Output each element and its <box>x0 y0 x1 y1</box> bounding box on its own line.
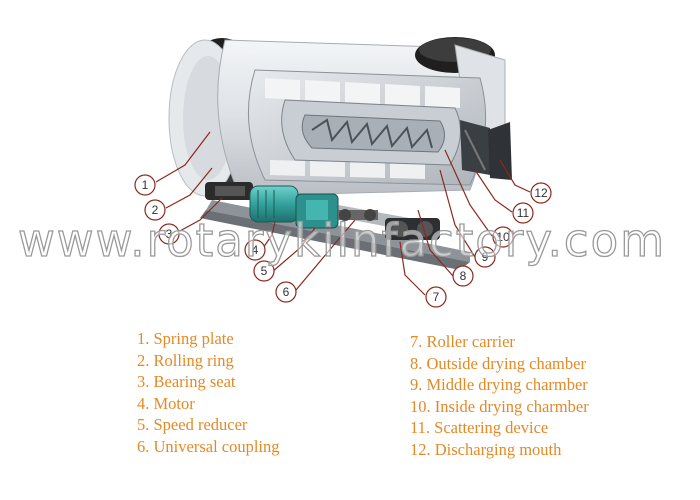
callout-5: 5 <box>253 260 275 282</box>
callouts <box>155 131 531 296</box>
callout-line-1 <box>155 131 211 183</box>
legend-item-roller-carrier: 7. Roller carrier <box>410 332 515 351</box>
svg-text:8: 8 <box>460 269 467 283</box>
svg-text:9: 9 <box>482 250 489 264</box>
dryer-cutaway-diagram: 1 2 3 4 5 6 7 8 <box>134 37 552 308</box>
legend-item-outside-drying-chamber: 8. Outside drying chamber <box>410 353 586 373</box>
speed-reducer <box>295 193 339 229</box>
motor <box>249 185 299 223</box>
svg-text:5: 5 <box>261 264 268 278</box>
legend-item-rolling-ring: 2. Rolling ring <box>137 350 234 370</box>
callout-6: 6 <box>275 281 297 303</box>
roller-carrier <box>385 218 440 240</box>
svg-text:2: 2 <box>152 203 159 217</box>
legend-item-motor: 4. Motor <box>137 393 195 413</box>
callout-line-11 <box>474 169 513 213</box>
legend-item-scattering-device: 11. Scattering device <box>410 418 549 437</box>
svg-text:11: 11 <box>517 206 530 220</box>
legend-item-middle-drying-chamber: 9. Middle drying charmber <box>410 375 588 394</box>
callout-11: 11 <box>512 202 534 224</box>
callout-line-3 <box>177 197 223 233</box>
svg-text:12: 12 <box>534 186 548 200</box>
callout-line-7 <box>399 241 426 296</box>
callout-line-6 <box>295 219 356 291</box>
callout-line-2 <box>165 167 213 209</box>
callout-line-9 <box>439 169 476 258</box>
callout-4: 4 <box>244 239 266 261</box>
svg-text:4: 4 <box>252 243 259 257</box>
legend-item-inside-drying-chamber: 10. Inside drying charmber <box>410 396 589 416</box>
callout-10: 10 <box>492 226 514 248</box>
legend-left: 1. Spring plate 2. Rolling ring 3. Beari… <box>137 328 280 457</box>
callout-line-10 <box>444 149 493 237</box>
callout-line-12 <box>499 159 531 193</box>
legend-item-speed-reducer: 5. Speed reducer <box>137 415 248 434</box>
svg-text:10: 10 <box>496 230 510 244</box>
svg-text:6: 6 <box>283 285 290 299</box>
scattering-device <box>460 120 490 175</box>
bearing-seat <box>205 182 253 200</box>
callout-line-5 <box>271 227 316 273</box>
legend-item-universal-coupling: 6. Universal coupling <box>137 436 280 456</box>
svg-text:7: 7 <box>433 290 440 304</box>
inside-drying-chamber <box>301 114 445 153</box>
legend-item-discharging-mouth: 12. Discharging mouth <box>410 439 562 459</box>
callout-line-4 <box>262 221 276 249</box>
callout-line-8 <box>417 209 454 277</box>
discharging-mouth <box>488 122 512 180</box>
legend-right: 7. Roller carrier 8. Outside drying cham… <box>410 331 589 460</box>
legend-item-spring-plate: 1. Spring plate <box>137 329 234 348</box>
legend-item-bearing-seat: 3. Bearing seat <box>137 372 236 391</box>
svg-text:3: 3 <box>166 227 173 241</box>
svg-text:1: 1 <box>142 178 149 192</box>
callout-9: 9 <box>474 246 496 268</box>
callout-7: 7 <box>425 286 447 308</box>
universal-coupling <box>338 209 378 221</box>
callout-3: 3 <box>158 223 180 245</box>
callout-2: 2 <box>144 199 166 221</box>
callout-12: 12 <box>530 182 552 204</box>
callout-markers: 1 2 3 4 5 6 7 8 <box>134 174 552 308</box>
callout-1: 1 <box>134 174 156 196</box>
callout-8: 8 <box>452 265 474 287</box>
